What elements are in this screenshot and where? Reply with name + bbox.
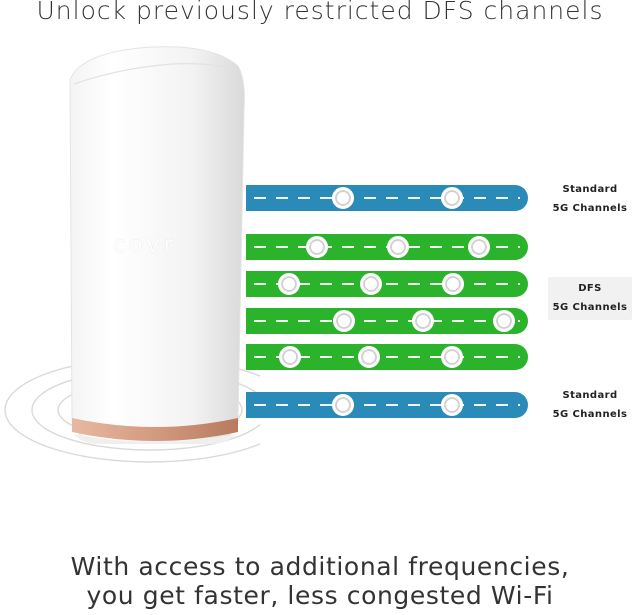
channel-node [306,236,328,258]
footer-caption: With access to additional frequencies, y… [0,552,640,610]
channel-node [358,346,380,368]
standard-channels-label-bottom: Standard 5G Channels [540,386,640,424]
channel-node [360,273,382,295]
channel-node [387,236,409,258]
dfs-channel-band-2 [246,271,528,297]
brand-logo: covr [113,233,177,258]
channel-node [468,236,490,258]
dfs-channel-band-1 [246,234,528,260]
standard-channel-band-2 [246,392,528,418]
label-line-2: 5G Channels [552,409,628,420]
channel-node [412,310,434,332]
channel-node [441,346,463,368]
label-line-2: 5G Channels [552,203,628,214]
channel-node [332,394,354,416]
headline: Unlock previously restricted DFS channel… [36,0,604,25]
dfs-channel-band-4 [246,344,528,370]
channel-node [441,187,463,209]
label-line-1: Standard [562,390,618,401]
standard-channel-band-1 [246,185,528,211]
channel-node [332,187,354,209]
channel-node [278,273,300,295]
standard-channels-label-top: Standard 5G Channels [540,180,640,218]
channel-node [279,346,301,368]
channel-node [493,310,515,332]
label-line-1: DFS [578,283,602,294]
footer-line-1: With access to additional frequencies, [70,552,570,581]
channel-node [442,273,464,295]
dfs-channel-band-3 [246,308,528,334]
covr-router-image [69,46,245,444]
channel-node [333,310,355,332]
footer-line-2: you get faster, less congested Wi-Fi [86,581,554,610]
label-line-2: 5G Channels [552,302,628,313]
channel-node [441,394,463,416]
dfs-channels-label: DFS 5G Channels [548,277,632,320]
label-line-1: Standard [562,184,618,195]
